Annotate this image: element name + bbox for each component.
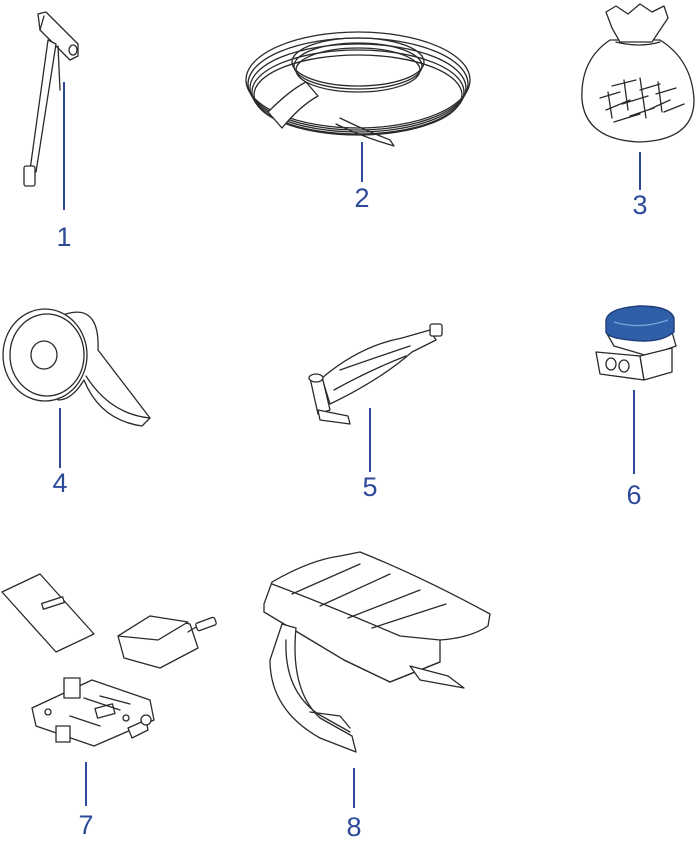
item-number-3: 3 (632, 190, 647, 220)
pcb-icon (31, 677, 155, 747)
pegs-bag-icon (581, 3, 695, 143)
wire-connector-icon (595, 305, 677, 381)
item-number-2: 2 (354, 183, 369, 213)
item-number-6: 6 (626, 480, 641, 510)
grease-tube-icon (308, 323, 443, 425)
t-handle-peg-tool-icon (23, 11, 79, 187)
item-number-5: 5 (362, 472, 377, 502)
tape-roll-icon (2, 308, 151, 427)
boundary-wire-coil-icon (245, 31, 471, 147)
connector-cap-icon (605, 305, 675, 342)
mounting-plate-icon (1, 573, 95, 653)
sensor-unit-icon (117, 615, 217, 669)
item-number-7: 7 (78, 810, 93, 840)
item-number-4: 4 (52, 468, 67, 498)
item-number-1: 1 (56, 222, 71, 252)
item-number-8: 8 (346, 812, 361, 842)
charging-station-icon (263, 551, 491, 753)
circuit-board-kit-icon (1, 573, 217, 747)
